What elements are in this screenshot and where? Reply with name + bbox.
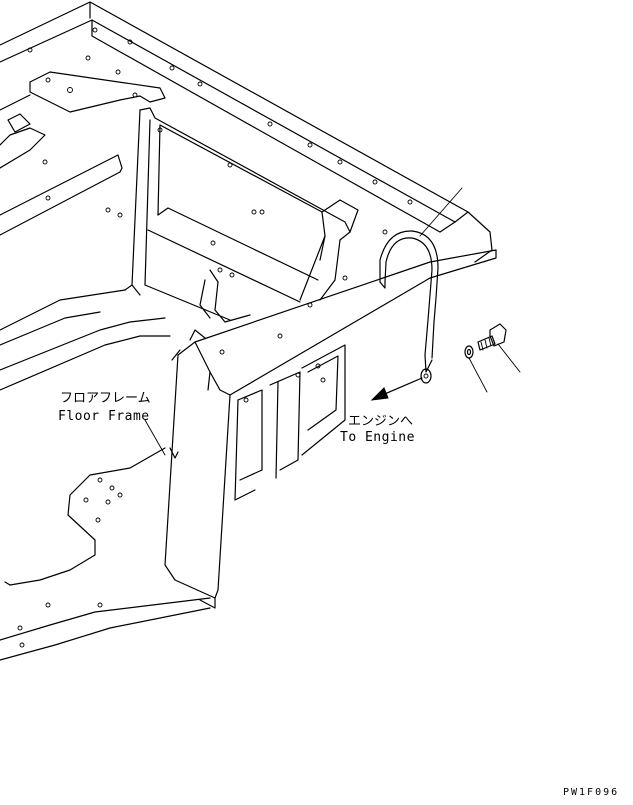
leader-lines [144, 187, 521, 456]
ground-cable [379, 230, 439, 384]
bolt [477, 323, 507, 351]
floor-frame-left-edge [0, 94, 171, 391]
rear-pillar [164, 261, 431, 609]
to-engine-label-jp: エンジンへ [348, 414, 413, 429]
rear-frame-beam [0, 1, 497, 279]
beam-bolt-holes [27, 27, 413, 355]
washer [464, 345, 474, 359]
floor-plate [0, 447, 211, 661]
to-engine-arrow [370, 377, 423, 401]
floor-frame-label-jp: フロアフレーム [60, 391, 151, 406]
rear-box-frame [105, 107, 359, 323]
floor-frame-label-en: Floor Frame [58, 409, 150, 424]
figure-code: PW1F096 [563, 787, 619, 798]
to-engine-label-en: To Engine [340, 430, 415, 445]
mount-bracket [29, 71, 166, 113]
